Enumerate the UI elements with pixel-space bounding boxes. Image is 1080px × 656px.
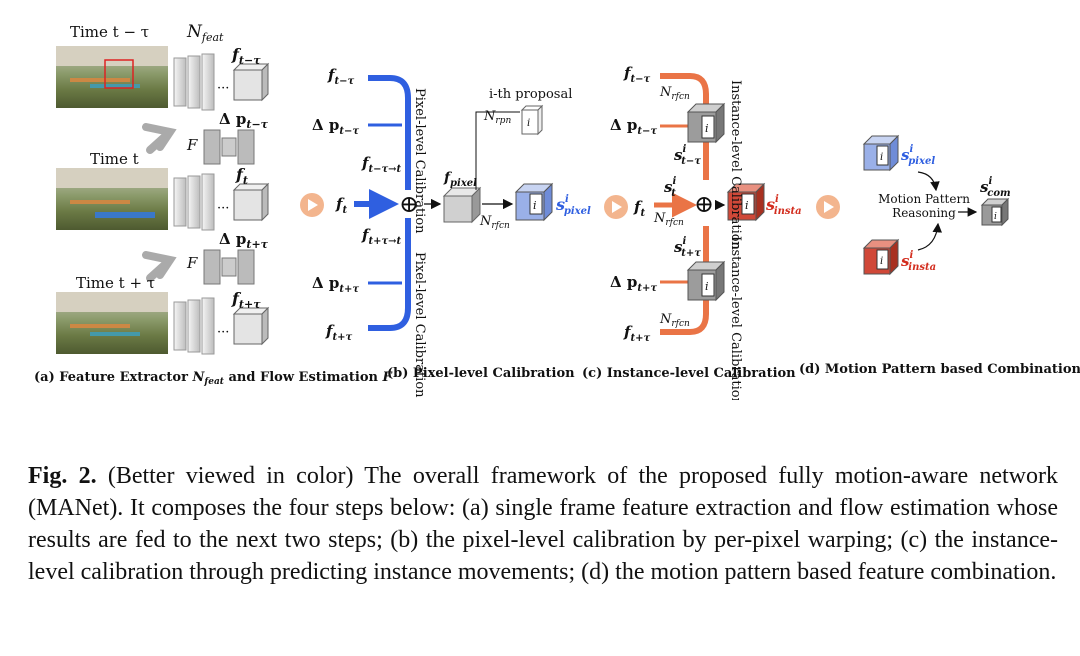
svg-text:i: i xyxy=(880,256,883,267)
d-s-com-block: i xyxy=(980,197,1010,227)
s-insta-block: i xyxy=(726,182,766,222)
svg-text:i: i xyxy=(533,199,537,212)
d-s-pixel-block: i xyxy=(862,134,900,172)
c-calib-label-bot: Instance-level Calibration xyxy=(728,236,743,400)
b-n-rfcn: Nrfcn xyxy=(479,214,510,231)
panel-c-caption: (c) Instance-level Calibration xyxy=(582,366,796,381)
feature-extractor-mid xyxy=(173,173,270,231)
dp-label-bot: Δ pt+τ xyxy=(219,230,269,251)
d-reason-line2: Reasoning xyxy=(892,206,956,220)
figure-caption: Fig. 2. (Better viewed in color) The ove… xyxy=(28,460,1058,588)
flow-arrow-bot xyxy=(142,251,177,282)
pixel-calib-top-arrow xyxy=(368,75,411,190)
svg-text:i: i xyxy=(705,122,709,135)
b-dp-top: Δ pt−τ xyxy=(312,116,359,137)
b-calib-label-bot: Pixel-level Calibration xyxy=(412,252,427,398)
flow-network-top xyxy=(203,129,255,165)
b-f-pixel: fpixel xyxy=(443,170,477,189)
flow-network-bot xyxy=(203,249,255,285)
c-calib-label-top: Instance-level Calibration xyxy=(728,80,743,251)
svg-text:i: i xyxy=(745,199,749,212)
b-dp-bot: Δ pt+τ xyxy=(312,274,359,295)
instance-calib-top-arrow xyxy=(660,73,709,180)
n-feat-label: Nfeat xyxy=(186,22,224,44)
dp-label-top: Δ pt−τ xyxy=(219,110,269,131)
f-pixel-block xyxy=(442,186,482,224)
b-f-mid: ft xyxy=(335,195,347,216)
instance-block-bot: i xyxy=(686,260,726,302)
instance-block-top: i xyxy=(686,102,726,144)
s-pixel-block: i xyxy=(514,182,554,222)
proposal-box: i xyxy=(520,104,544,136)
c-f-bot: ft+τ xyxy=(623,323,650,344)
b-f-top: ft−τ xyxy=(327,66,354,87)
c-n-rfcn-mid: Nrfcn xyxy=(653,211,684,228)
c-sum-symbol: ⊕ xyxy=(694,190,714,218)
f-label-top: ft−τ xyxy=(231,45,261,67)
f-label-bot: ft+τ xyxy=(231,289,261,311)
d-reason-line1: Motion Pattern xyxy=(878,192,970,206)
video-frame-mid xyxy=(56,168,168,230)
b-proposal-label: i-th proposal xyxy=(489,87,572,102)
instance-calib-bot-arrow xyxy=(660,226,709,335)
panel-b-caption: (b) Pixel-level Calibration xyxy=(387,366,575,381)
f-label-mid: ft xyxy=(235,165,248,187)
c-f-mid: ft xyxy=(633,198,645,219)
flow-net-label-top: F xyxy=(186,136,198,154)
panel-a: Time t − τ Nfeat xyxy=(34,22,392,387)
b-warp-bot: ft+τ→t xyxy=(361,226,402,247)
svg-text:i: i xyxy=(994,212,997,222)
dots-top: ··· xyxy=(217,81,229,96)
panel-d-caption: (d) Motion Pattern based Combination xyxy=(799,362,1080,377)
video-frame-bot xyxy=(56,292,168,354)
feature-extractor-top xyxy=(173,53,270,111)
dots-mid: ··· xyxy=(217,201,229,216)
b-f-bot: ft+τ xyxy=(325,322,352,343)
b-warp-top: ft−τ→t xyxy=(361,154,402,175)
time-label-top: Time t − τ xyxy=(70,23,149,41)
c-n-rfcn-bot: Nrfcn xyxy=(659,312,690,329)
svg-text:i: i xyxy=(527,118,530,129)
time-label-mid: Time t xyxy=(90,150,139,168)
b-sum-symbol: ⊕ xyxy=(399,190,419,218)
feature-extractor-bot xyxy=(173,297,270,355)
panel-a-caption: (a) Feature Extractor Nfeat and Flow Est… xyxy=(34,370,392,387)
framework-figure: Time t − τ Nfeat xyxy=(34,22,1080,400)
d-s-insta-block: i xyxy=(862,238,900,276)
svg-text:i: i xyxy=(880,152,883,163)
c-dp-top: Δ pt−τ xyxy=(610,116,657,137)
flow-arrow-top xyxy=(142,123,177,154)
flow-net-label-bot: F xyxy=(186,254,198,272)
b-calib-label-top: Pixel-level Calibration xyxy=(412,88,427,234)
b-n-rpn: Nrpn xyxy=(483,109,511,126)
time-label-bot: Time t + τ xyxy=(76,274,155,292)
figure-label: Fig. 2. xyxy=(28,463,97,489)
caption-text: (Better viewed in color) The overall fra… xyxy=(28,463,1059,585)
video-frame-top xyxy=(56,46,168,108)
c-n-rfcn-top: Nrfcn xyxy=(659,85,690,102)
c-f-top: ft−τ xyxy=(623,64,650,85)
pixel-calib-bot-arrow xyxy=(368,218,411,331)
svg-text:i: i xyxy=(705,280,709,293)
c-dp-bot: Δ pt+τ xyxy=(610,273,657,294)
panel-b: ft−τ Δ pt−τ ft−τ→t ft ft+τ→t Δ pt+τ ft+τ… xyxy=(312,66,591,398)
dots-bot: ··· xyxy=(217,325,229,340)
